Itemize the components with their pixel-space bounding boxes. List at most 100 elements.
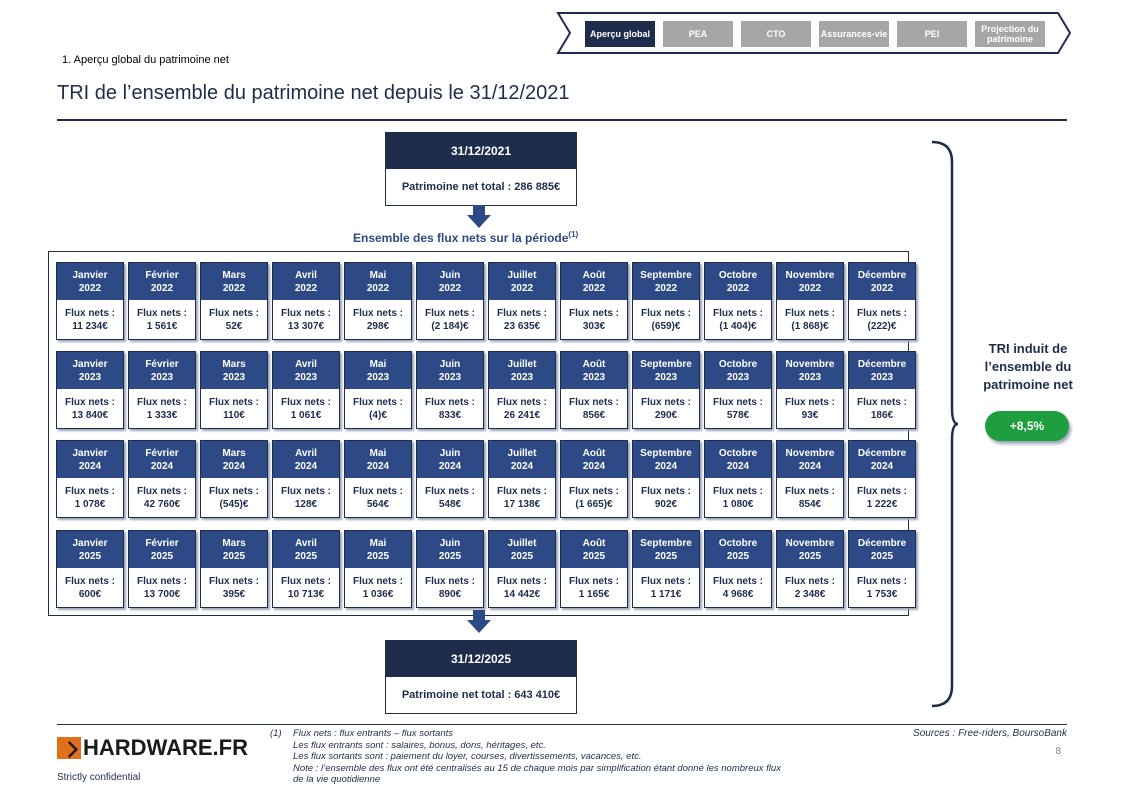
flux-value: 23 635€ — [503, 320, 541, 332]
flux-value: 11 234€ — [72, 320, 108, 332]
flux-label: Flux nets : — [208, 485, 259, 497]
flux-cell-body: Flux nets :13 700€ — [129, 568, 195, 607]
month-label: Décembre — [857, 358, 907, 370]
flux-title-text: Ensemble des flux nets sur la période — [353, 231, 569, 245]
flux-value: (222)€ — [867, 320, 897, 332]
flux-label: Flux nets : — [424, 485, 475, 497]
month-label: Septembre — [640, 447, 692, 459]
flux-label: Flux nets : — [64, 485, 115, 497]
flux-value: (1 665)€ — [575, 498, 613, 510]
month-label: Novembre — [785, 358, 835, 370]
flux-value: 890€ — [438, 588, 462, 600]
nav-tab[interactable]: CTO — [741, 21, 811, 47]
year-label: 2025 — [150, 550, 174, 562]
flux-label: Flux nets : — [136, 396, 187, 408]
end-date: 31/12/2025 — [386, 641, 576, 677]
year-label: 2022 — [438, 282, 462, 294]
start-total: Patrimoine net total : 286 885€ — [401, 181, 561, 193]
flux-label: Flux nets : — [352, 485, 403, 497]
flux-value: 13 840€ — [71, 409, 109, 421]
flux-cell-body: Flux nets :42 760€ — [129, 478, 195, 517]
flux-value: 548€ — [438, 498, 462, 510]
flux-label: Flux nets : — [784, 575, 835, 587]
flux-cell-body: Flux nets :902€ — [633, 478, 699, 517]
nav-tab[interactable]: Projection du patrimoine — [975, 21, 1045, 47]
flux-cell-body: Flux nets :1 165€ — [561, 568, 627, 607]
flux-label: Flux nets : — [712, 307, 763, 319]
year-label: 2024 — [222, 460, 246, 472]
flux-cell-body: Flux nets :(1 868)€ — [777, 300, 843, 339]
flux-label: Flux nets : — [424, 307, 475, 319]
flux-label: Flux nets : — [640, 575, 691, 587]
nav-tab[interactable]: PEA — [663, 21, 733, 47]
flux-cell-body: Flux nets :1 561€ — [129, 300, 195, 339]
month-label: Janvier — [72, 537, 108, 549]
flux-label: Flux nets : — [712, 575, 763, 587]
nav-tab[interactable]: PEI — [897, 21, 967, 47]
year-label: 2022 — [150, 282, 174, 294]
flux-value: 902€ — [654, 498, 678, 510]
flux-value: 4 968€ — [722, 588, 754, 600]
month-label: Juillet — [507, 269, 537, 281]
flux-label: Flux nets : — [280, 485, 331, 497]
month-label: Août — [582, 447, 606, 459]
nav-tab[interactable]: Aperçu global — [585, 21, 655, 47]
month-label: Novembre — [785, 269, 835, 281]
year-label: 2024 — [510, 460, 534, 472]
footnote-line: Note : l’ensemble des flux ont été centr… — [293, 762, 781, 786]
flux-label: Flux nets : — [568, 485, 619, 497]
flux-cell-body: Flux nets :290€ — [633, 389, 699, 428]
flux-cell-body: Flux nets :548€ — [417, 478, 483, 517]
section-label: 1. Aperçu global du patrimoine net — [62, 54, 229, 66]
flux-value: 395€ — [222, 588, 246, 600]
month-label: Janvier — [72, 269, 108, 281]
year-label: 2022 — [654, 282, 678, 294]
flux-cell-body: Flux nets :17 138€ — [489, 478, 555, 517]
flux-label: Flux nets : — [496, 307, 547, 319]
tri-label: TRI induit de l’ensemble du patrimoine n… — [983, 341, 1073, 392]
year-label: 2023 — [654, 371, 678, 383]
nav-tab[interactable]: Assurances-vie — [819, 21, 889, 47]
year-label: 2023 — [582, 371, 606, 383]
footnote-number: (1) — [270, 728, 282, 739]
month-label: Mai — [369, 447, 387, 459]
month-label: Septembre — [640, 269, 692, 281]
flux-cell-body: Flux nets :(659)€ — [633, 300, 699, 339]
section-navigation: Aperçu global PEA CTO Assurances-vie PEI Proj… — [556, 12, 1072, 54]
flux-value: 1 078€ — [74, 498, 106, 510]
flux-cell-body: Flux nets :52€ — [201, 300, 267, 339]
flux-value: 578€ — [726, 409, 750, 421]
flux-label: Flux nets : — [856, 575, 907, 587]
flux-label: Flux nets : — [280, 396, 331, 408]
year-label: 2023 — [366, 371, 390, 383]
flux-value: (545)€ — [219, 498, 249, 510]
flux-label: Flux nets : — [568, 307, 619, 319]
flux-value: 42 760€ — [143, 498, 181, 510]
